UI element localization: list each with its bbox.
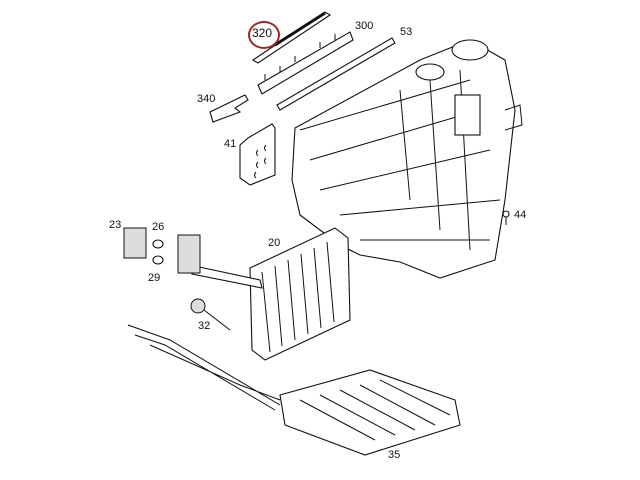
housing-assembly — [291, 39, 523, 279]
part-53-bar — [276, 37, 396, 111]
label-26[interactable]: 26 — [152, 221, 165, 233]
label-320[interactable]: 320 — [252, 26, 273, 40]
part-23-valve — [123, 227, 147, 259]
label-44[interactable]: 44 — [514, 209, 527, 221]
part-41-plate — [239, 123, 276, 186]
label-23[interactable]: 23 — [109, 219, 122, 231]
part-320-strip — [251, 11, 332, 64]
label-300[interactable]: 300 — [355, 20, 374, 32]
part-26-29-orings — [152, 239, 164, 265]
part-35-heater-core — [127, 324, 461, 456]
highlight-ring — [248, 21, 280, 49]
part-20-evaporator — [177, 227, 351, 361]
label-32[interactable]: 32 — [198, 320, 211, 332]
label-53[interactable]: 53 — [400, 26, 413, 38]
part-44-screw — [502, 210, 510, 225]
label-340[interactable]: 340 — [197, 93, 216, 105]
part-32-sensor — [190, 298, 231, 331]
part-300-frame — [257, 31, 354, 95]
label-20[interactable]: 20 — [268, 237, 281, 249]
part-340-clip — [209, 94, 249, 123]
label-41[interactable]: 41 — [224, 138, 237, 150]
label-35[interactable]: 35 — [388, 449, 401, 461]
label-29[interactable]: 29 — [148, 272, 161, 284]
